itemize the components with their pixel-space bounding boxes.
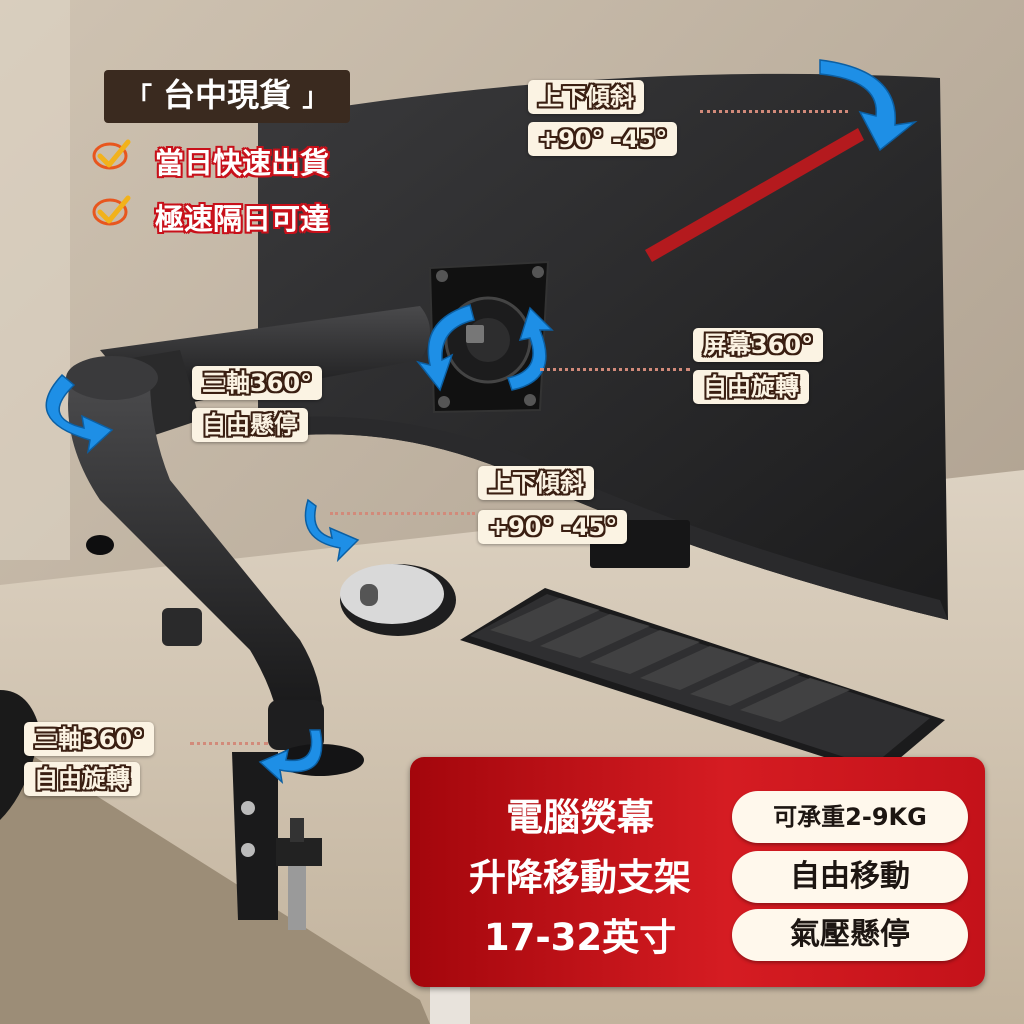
desk-leg xyxy=(430,985,470,1024)
monitor-arm xyxy=(66,306,430,930)
base-axis-leader xyxy=(190,742,268,745)
tilt-mid-value: +90° -45° xyxy=(478,510,628,544)
mouse xyxy=(340,564,456,636)
keyboard xyxy=(460,588,945,775)
monitor-lower xyxy=(258,416,948,620)
tilt-top-title: 上下傾斜 xyxy=(528,80,644,114)
promo-same-day: 當日快速出貨 xyxy=(155,146,330,180)
tilt-top-value: +90° -45° xyxy=(528,122,678,156)
bracket-close: 」 xyxy=(302,83,329,113)
in-stock-badge: 「 台中現貨 」 xyxy=(104,70,351,123)
monitor-red-vent xyxy=(645,128,864,262)
tilt-top-leader xyxy=(700,110,848,113)
wall-corner xyxy=(0,0,70,560)
arm-axis-sub: 自由懸停 xyxy=(192,408,308,442)
product-title-line2: 升降移動支架 xyxy=(469,856,691,899)
feature-gas-badge: 氣壓懸停 xyxy=(732,909,968,961)
desk-edge xyxy=(0,735,430,1024)
base-axis-title: 三軸360° xyxy=(24,722,155,756)
product-title-line1: 電腦熒幕 xyxy=(506,796,654,839)
check-icon xyxy=(92,139,131,170)
screen-rotate-title: 屏幕360° xyxy=(693,328,824,362)
arm-axis-title: 三軸360° xyxy=(192,366,323,400)
product-size-range: 17-32英寸 xyxy=(483,916,677,959)
base-axis-sub: 自由旋轉 xyxy=(24,762,140,796)
promo-next-day: 極速隔日可達 xyxy=(155,202,330,236)
feature-load-badge: 可承重2-9KG xyxy=(732,791,968,843)
in-stock-text: 台中現貨 xyxy=(163,76,292,114)
screen-rotate-sub: 自由旋轉 xyxy=(693,370,809,404)
bracket-open: 「 xyxy=(126,83,153,113)
product-info-panel: 電腦熒幕 升降移動支架 17-32英寸 可承重2-9KG 自由移動 氣壓懸停 xyxy=(410,757,985,987)
check-icon xyxy=(92,195,131,226)
tilt-mid-leader xyxy=(330,512,475,515)
monitor-back xyxy=(258,73,948,621)
tilt-mid-title: 上下傾斜 xyxy=(478,466,594,500)
screen-rotate-leader xyxy=(540,368,690,371)
feature-move-badge: 自由移動 xyxy=(732,851,968,903)
